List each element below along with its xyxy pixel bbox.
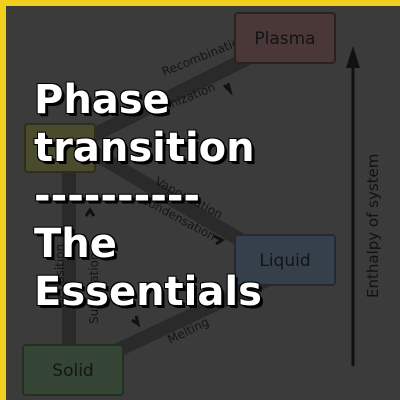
liquid-node bbox=[234, 234, 336, 286]
solid-liquid-band bbox=[113, 271, 274, 358]
title-line-the: The bbox=[34, 221, 117, 267]
plasma-node-label: Plasma bbox=[254, 29, 315, 49]
deposition-arrow-icon bbox=[84, 207, 96, 217]
title-separator: ---------- bbox=[34, 173, 201, 219]
title-line-essentials: Essentials bbox=[34, 269, 262, 315]
title-line-transition: transition bbox=[34, 125, 255, 171]
solid-node-label: Solid bbox=[52, 361, 93, 381]
arrow-up-icon bbox=[346, 46, 360, 68]
melting-arrow-icon bbox=[131, 315, 141, 328]
title-line-phase: Phase bbox=[34, 77, 170, 123]
gas-node bbox=[24, 123, 96, 173]
enthalpy-axis-label: Enthalpy of system bbox=[364, 154, 382, 298]
solid-node bbox=[22, 344, 124, 396]
phase-diagram: Recombination Ionization Vaporization Co… bbox=[22, 12, 382, 396]
poster-background: Recombination Ionization Vaporization Co… bbox=[6, 6, 400, 400]
title-overlay: Phase transition ---------- The Essentia… bbox=[34, 76, 374, 316]
edge-label-sublimation: Sublimation bbox=[87, 252, 101, 324]
plasma-node bbox=[234, 12, 336, 64]
liquid-node-label: Liquid bbox=[259, 251, 310, 271]
edge-label-deposition: Deposition bbox=[53, 244, 67, 308]
ionization-arrow-icon bbox=[222, 82, 233, 96]
condensation-arrow-icon bbox=[213, 234, 225, 246]
